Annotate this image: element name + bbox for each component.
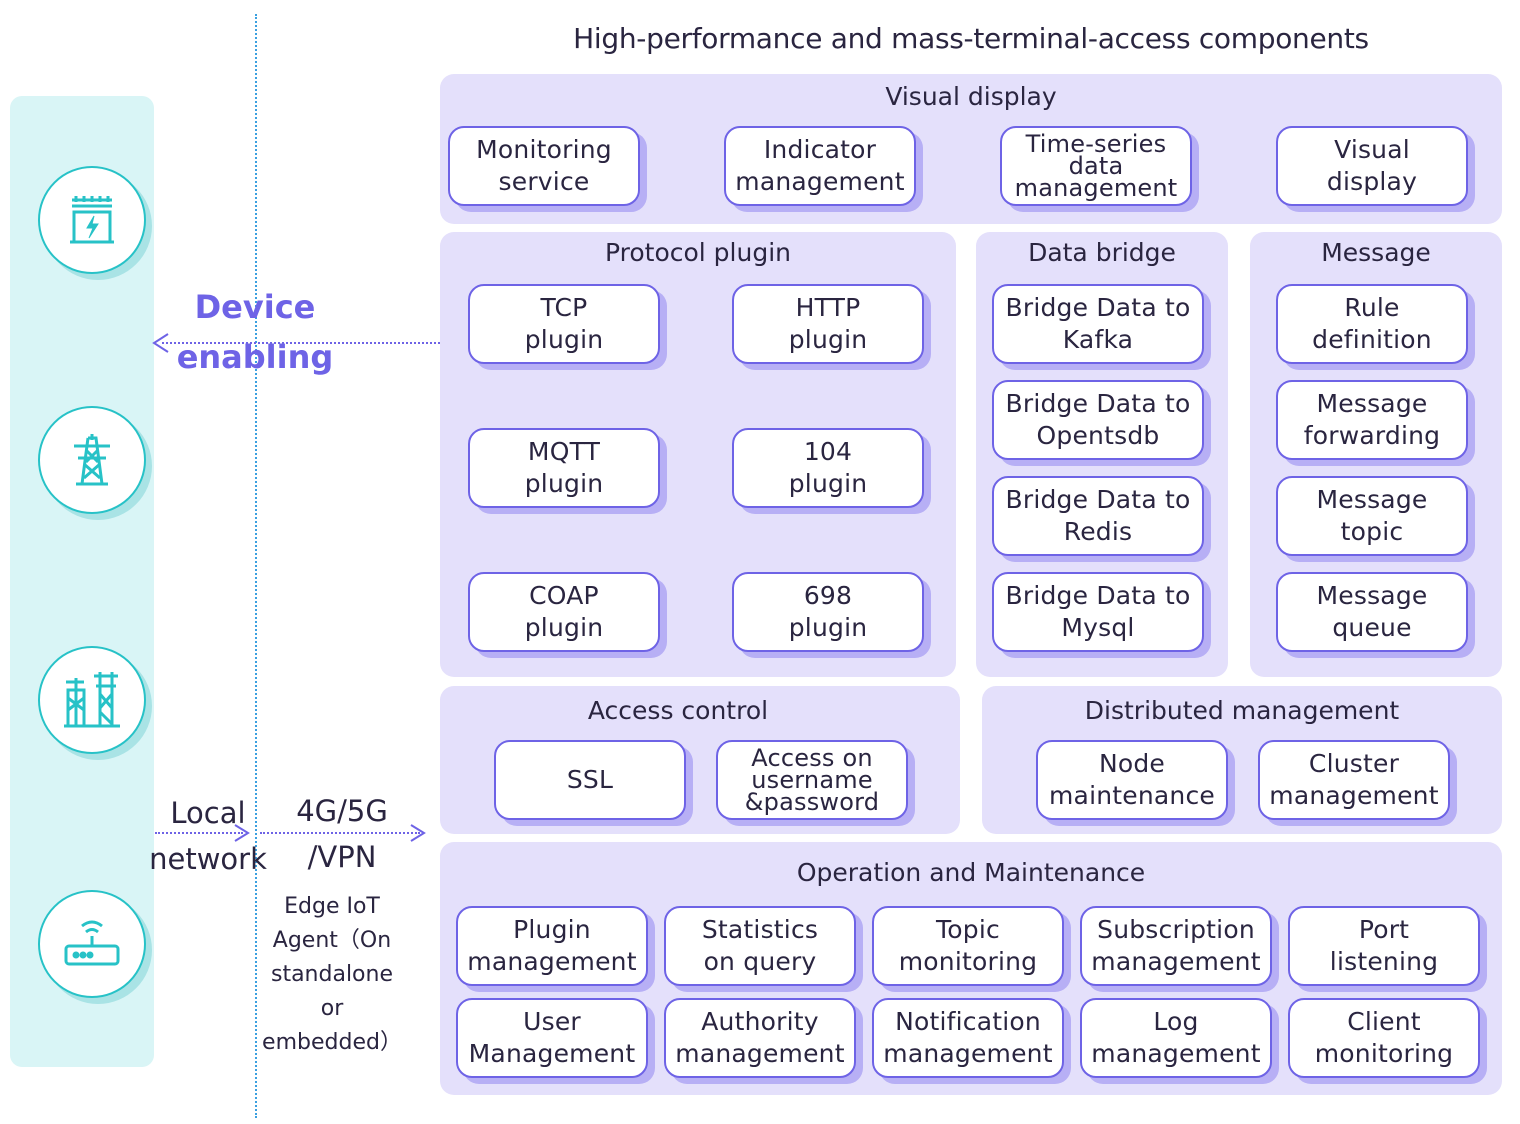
- component-box: Plugin management: [456, 906, 648, 986]
- component-box: Authority management: [664, 998, 856, 1078]
- message-panel: Message Rule definition Message forwardi…: [1250, 232, 1502, 677]
- component-box: Port listening: [1288, 906, 1480, 986]
- component-box: Message queue: [1276, 572, 1468, 652]
- edge-divider-line: [255, 14, 257, 1118]
- component-box: HTTP plugin: [732, 284, 924, 364]
- transmission-tower-icon: [38, 406, 146, 514]
- power-pylon-icon: [38, 646, 146, 754]
- component-box: Indicator management: [724, 126, 916, 206]
- component-box: 698 plugin: [732, 572, 924, 652]
- visual-display-panel: Visual display Monitoring service Indica…: [440, 74, 1502, 224]
- device-enabling-arrow-line: [162, 342, 440, 344]
- local-network-arrow-line: [155, 832, 243, 834]
- component-box: MQTT plugin: [468, 428, 660, 508]
- component-box: User Management: [456, 998, 648, 1078]
- component-box: COAP plugin: [468, 572, 660, 652]
- component-box: Bridge Data to Kafka: [992, 284, 1204, 364]
- panel-title: Access control: [587, 696, 769, 725]
- component-box: Message topic: [1276, 476, 1468, 556]
- arrow-right-icon: [410, 824, 426, 842]
- device-strip: [10, 96, 154, 1067]
- panel-title: Data bridge: [1028, 238, 1176, 267]
- panel-title: Operation and Maintenance: [796, 858, 1146, 887]
- component-box: Monitoring service: [448, 126, 640, 206]
- component-box: Bridge Data to Opentsdb: [992, 380, 1204, 460]
- component-box: 104 plugin: [732, 428, 924, 508]
- cellular-label: 4G/5G /VPN: [296, 794, 388, 874]
- component-box: Log management: [1080, 998, 1272, 1078]
- device-enabling-label: Device enabling: [176, 288, 334, 376]
- edge-agent-label: Edge IoT Agent（On standalone or embedded…: [262, 894, 402, 1055]
- panel-title: Protocol plugin: [604, 238, 791, 267]
- component-box: Message forwarding: [1276, 380, 1468, 460]
- cellular-arrow-line: [260, 832, 420, 834]
- panel-title: Distributed management: [1084, 696, 1400, 725]
- router-icon: [38, 890, 146, 998]
- component-box: Visual display: [1276, 126, 1468, 206]
- component-box: Time-series data management: [1000, 126, 1192, 206]
- component-box: Notification management: [872, 998, 1064, 1078]
- arrow-left-icon: [152, 333, 169, 353]
- arrow-right-icon: [234, 824, 250, 842]
- local-network-label: Local network: [149, 796, 267, 876]
- protocol-plugin-panel: Protocol plugin TCP plugin HTTP plugin M…: [440, 232, 956, 677]
- component-box: Bridge Data to Redis: [992, 476, 1204, 556]
- data-bridge-panel: Data bridge Bridge Data to Kafka Bridge …: [976, 232, 1228, 677]
- panel-title: Visual display: [885, 82, 1057, 111]
- panel-title: Message: [1321, 238, 1431, 267]
- component-box: Access on username &password: [716, 740, 908, 820]
- component-box: SSL: [494, 740, 686, 820]
- component-box: Cluster management: [1258, 740, 1450, 820]
- substation-icon: [38, 166, 146, 274]
- component-box: Bridge Data to Mysql: [992, 572, 1204, 652]
- access-control-panel: Access control SSL Access on username &p…: [440, 686, 960, 834]
- component-box: Client monitoring: [1288, 998, 1480, 1078]
- component-box: TCP plugin: [468, 284, 660, 364]
- distributed-management-panel: Distributed management Node maintenance …: [982, 686, 1502, 834]
- component-box: Statistics on query: [664, 906, 856, 986]
- operation-maintenance-panel: Operation and Maintenance Plugin managem…: [440, 842, 1502, 1095]
- diagram-title: High-performance and mass-terminal-acces…: [573, 22, 1369, 55]
- component-box: Topic monitoring: [872, 906, 1064, 986]
- component-box: Rule definition: [1276, 284, 1468, 364]
- component-box: Subscription management: [1080, 906, 1272, 986]
- component-box: Node maintenance: [1036, 740, 1228, 820]
